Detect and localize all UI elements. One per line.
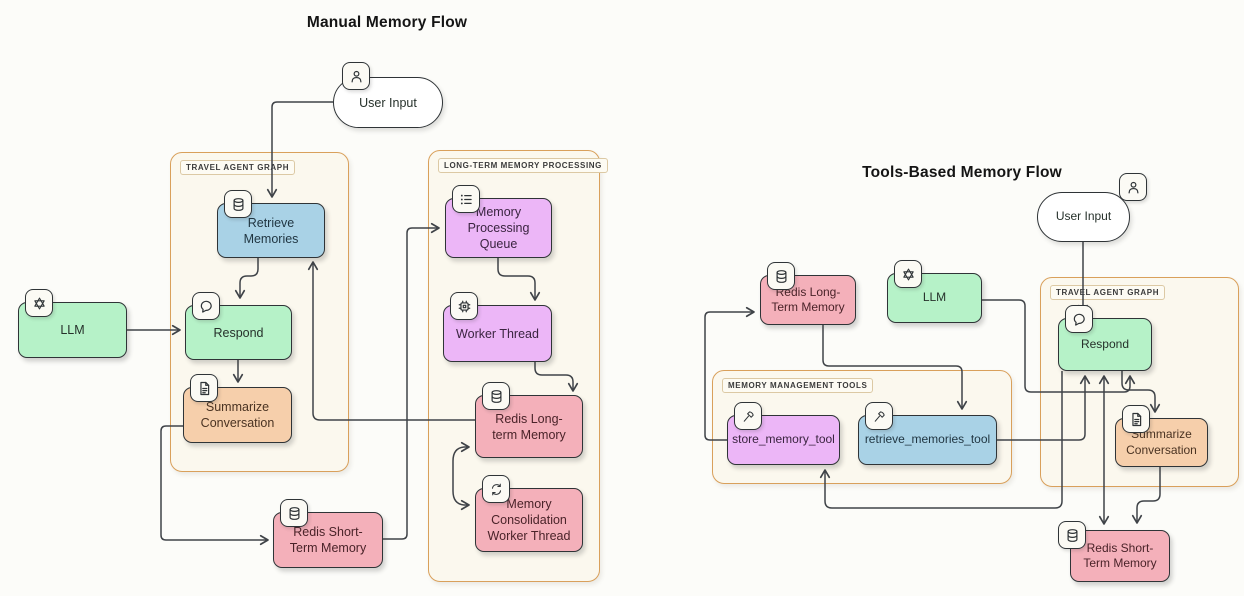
respond-node-right: Respond (1058, 305, 1152, 371)
redis-short-term-memory-node-left: Redis Short-Term Memory (273, 499, 383, 568)
memory-processing-queue-node: Memory Processing Queue (445, 185, 552, 258)
person-icon (342, 62, 370, 90)
respond-node-left: Respond (185, 292, 292, 360)
llm-node-left: LLM (18, 289, 127, 358)
node-label: Worker Thread (456, 326, 539, 341)
summarize-conversation-node-left: Summarize Conversation (183, 374, 292, 443)
hammer-icon (734, 402, 762, 430)
container-label: LONG-TERM MEMORY PROCESSING (438, 158, 608, 173)
refresh-icon (482, 475, 510, 503)
node-label: Respond (1080, 336, 1130, 351)
store-memory-tool-node: store_memory_tool (727, 402, 840, 465)
node-label: retrieve_memories_tool (864, 432, 991, 447)
llm-node-right: LLM (887, 260, 982, 323)
node-label: Memory Processing Queue (467, 205, 530, 251)
node-label: Memory Consolidation Worker Thread (487, 497, 571, 543)
retrieve-memories-node: Retrieve Memories (217, 190, 325, 258)
container-label: TRAVEL AGENT GRAPH (180, 160, 296, 175)
node-label: Respond (213, 325, 264, 340)
summarize-conversation-node-right: Summarize Conversation (1115, 405, 1208, 467)
database-icon (767, 262, 795, 290)
worker-thread-node: Worker Thread (443, 292, 552, 362)
cpu-icon (450, 292, 478, 320)
node-label: LLM (922, 290, 947, 305)
redis-long-term-memory-node-right: Redis Long-Term Memory (760, 262, 856, 325)
openai-icon (894, 260, 922, 288)
manual-flow-title: Manual Memory Flow (306, 14, 468, 31)
document-icon (190, 374, 218, 402)
chat-bubble-icon (1065, 305, 1093, 333)
database-icon (482, 382, 510, 410)
node-label: User Input (359, 95, 417, 110)
database-icon (224, 190, 252, 218)
node-label: LLM (60, 323, 85, 337)
memory-consolidation-node: Memory Consolidation Worker Thread (475, 475, 583, 552)
user-input-node: User Input (333, 62, 443, 128)
tools-flow-title: Tools-Based Memory Flow (862, 164, 1062, 181)
node-label: store_memory_tool (732, 432, 835, 447)
list-icon (452, 185, 480, 213)
node-label: Redis Short-Term Memory (1083, 540, 1157, 570)
database-icon (280, 499, 308, 527)
retrieve-memories-tool-node: retrieve_memories_tool (858, 402, 997, 465)
openai-icon (25, 289, 53, 317)
hammer-icon (865, 402, 893, 430)
person-icon (1119, 173, 1147, 201)
node-label: Redis Long-term Memory (492, 411, 566, 442)
node-label: Summarize Conversation (200, 400, 275, 430)
container-label: TRAVEL AGENT GRAPH (1050, 285, 1166, 300)
redis-long-term-memory-node-left: Redis Long-term Memory (475, 382, 583, 458)
node-label: Redis Short-Term Memory (289, 525, 367, 555)
redis-short-term-memory-node-right: Redis Short-Term Memory (1058, 521, 1170, 582)
chat-bubble-icon (192, 292, 220, 320)
document-icon (1122, 405, 1150, 433)
node-label: User Input (1055, 209, 1112, 224)
node-label: Retrieve Memories (243, 215, 299, 246)
container-label: MEMORY MANAGEMENT TOOLS (722, 378, 874, 393)
database-icon (1058, 521, 1086, 549)
user-input-node-right: User Input (1037, 173, 1147, 242)
